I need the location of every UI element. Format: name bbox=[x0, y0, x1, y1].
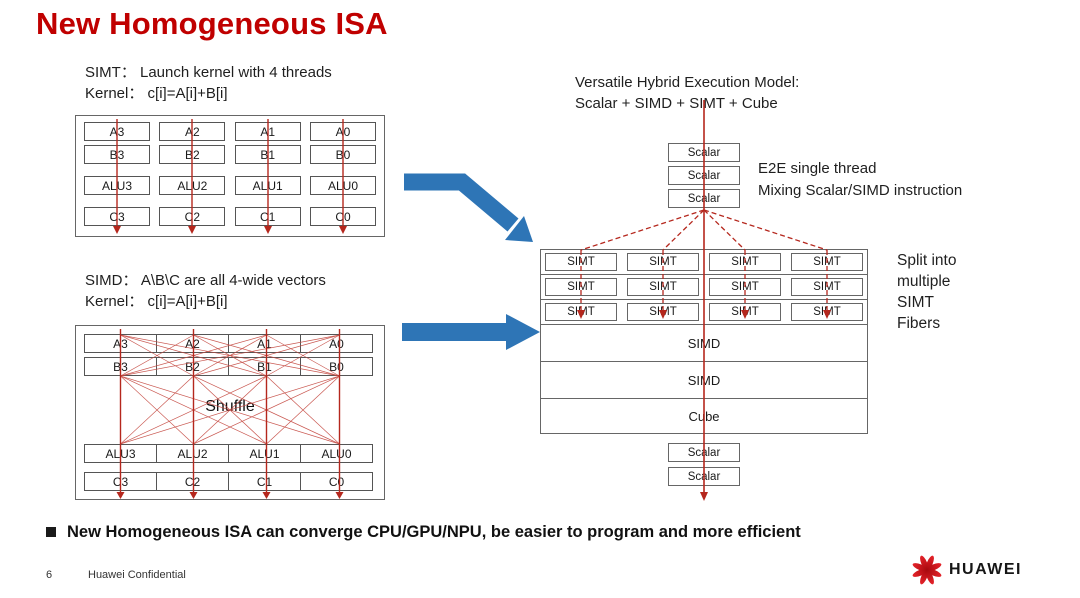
simt-cell: SIMT bbox=[709, 253, 781, 271]
grid-cell: A1 bbox=[234, 122, 301, 141]
grid-cell: ALU1 bbox=[234, 176, 301, 195]
grid-cell: C0 bbox=[309, 207, 376, 226]
simd-row: SIMD bbox=[541, 325, 867, 362]
grid-cell: A3 bbox=[84, 122, 150, 141]
vector-cell: ALU1 bbox=[228, 444, 301, 463]
grid-cell: B0 bbox=[309, 145, 376, 164]
vector-cell: B0 bbox=[300, 357, 373, 376]
vector-cell: C2 bbox=[156, 472, 229, 491]
grid-cell: B1 bbox=[234, 145, 301, 164]
vector-row-b: B3 B2 B1 B0 bbox=[84, 357, 376, 376]
simt-cell: SIMT bbox=[791, 303, 863, 321]
execution-unit-stack: SIMT SIMT SIMT SIMT SIMT SIMT SIMT SIMT … bbox=[540, 249, 868, 434]
simt-cell: SIMT bbox=[545, 303, 617, 321]
simt-fiber-row: SIMT SIMT SIMT SIMT bbox=[541, 275, 867, 300]
simt-fiber-row: SIMT SIMT SIMT SIMT bbox=[541, 250, 867, 275]
vector-cell: A0 bbox=[300, 334, 373, 353]
vector-row-a: A3 A2 A1 A0 bbox=[84, 334, 376, 353]
page-title: New Homogeneous ISA bbox=[36, 6, 388, 41]
grid-cell: A2 bbox=[159, 122, 226, 141]
shuffle-label: Shuffle bbox=[205, 398, 255, 415]
simt-caption-line1: SIMT： Launch kernel with 4 threads bbox=[85, 64, 332, 81]
grid-cell: ALU3 bbox=[84, 176, 150, 195]
grid-cell: C3 bbox=[84, 207, 150, 226]
scalar-box: Scalar bbox=[668, 467, 740, 486]
simt-cell: SIMT bbox=[791, 253, 863, 271]
vector-cell: A3 bbox=[84, 334, 157, 353]
simd-caption: SIMD： A\B\C are all 4-wide vectors Kerne… bbox=[85, 270, 326, 312]
simd-vector-grid: A3 A2 A1 A0 B3 B2 B1 B0 ALU3 ALU2 ALU1 A… bbox=[75, 325, 385, 500]
hybrid-model-caption-line2: Scalar + SIMD + SIMT + Cube bbox=[575, 95, 778, 112]
e2e-note-line1: E2E single thread bbox=[758, 160, 877, 177]
scalar-box: Scalar bbox=[668, 189, 740, 208]
grid-cell: ALU0 bbox=[309, 176, 376, 195]
huawei-flower-icon bbox=[912, 555, 942, 585]
simt-cell: SIMT bbox=[627, 278, 699, 296]
vector-cell: ALU3 bbox=[84, 444, 157, 463]
brand-logo-block: HUAWEI bbox=[912, 555, 1022, 585]
vector-cell: A2 bbox=[156, 334, 229, 353]
simt-cell: SIMT bbox=[791, 278, 863, 296]
page-number: 6 bbox=[46, 569, 53, 581]
split-note-line2: multiple bbox=[897, 273, 951, 290]
flow-arrow-top bbox=[404, 173, 533, 242]
simt-cell: SIMT bbox=[709, 303, 781, 321]
vector-cell: C0 bbox=[300, 472, 373, 491]
simd-caption-line2: Kernel： c[i]=A[i]+B[i] bbox=[85, 293, 228, 310]
simt-grid-rows: A3 A2 A1 A0 B3 B2 B1 B0 ALU3 ALU2 ALU1 A… bbox=[76, 116, 384, 236]
bullet-square-icon bbox=[46, 527, 56, 537]
split-note-line1: Split into bbox=[897, 252, 957, 269]
vector-cell: C1 bbox=[228, 472, 301, 491]
split-note: Split into multiple SIMT Fibers bbox=[897, 250, 956, 334]
hybrid-model-caption-line1: Versatile Hybrid Execution Model: bbox=[575, 74, 800, 91]
vector-cell: A1 bbox=[228, 334, 301, 353]
confidential-label: Huawei Confidential bbox=[88, 569, 186, 581]
vector-cell: B1 bbox=[228, 357, 301, 376]
cube-row: Cube bbox=[688, 409, 720, 424]
grid-row-a: A3 A2 A1 A0 bbox=[84, 122, 376, 141]
vector-cell: B3 bbox=[84, 357, 157, 376]
simt-caption-line2: Kernel： c[i]=A[i]+B[i] bbox=[85, 85, 228, 102]
grid-row-b: B3 B2 B1 B0 bbox=[84, 145, 376, 164]
brand-wordmark: HUAWEI bbox=[949, 561, 1022, 578]
scalar-box: Scalar bbox=[668, 143, 740, 162]
grid-cell: B3 bbox=[84, 145, 150, 164]
grid-row-alu: ALU3 ALU2 ALU1 ALU0 bbox=[84, 176, 376, 195]
key-takeaway: New Homogeneous ISA can converge CPU/GPU… bbox=[46, 523, 1046, 542]
vector-cell: ALU0 bbox=[300, 444, 373, 463]
simd-caption-line1: SIMD： A\B\C are all 4-wide vectors bbox=[85, 272, 326, 289]
vector-row-c: C3 C2 C1 C0 bbox=[84, 472, 376, 491]
grid-cell: C2 bbox=[159, 207, 226, 226]
split-note-line4: Fibers bbox=[897, 315, 941, 332]
vector-cell: C3 bbox=[84, 472, 157, 491]
simt-cell: SIMT bbox=[709, 278, 781, 296]
e2e-note: E2E single thread Mixing Scalar/SIMD ins… bbox=[758, 158, 962, 202]
scalar-box: Scalar bbox=[668, 166, 740, 185]
scalar-box: Scalar bbox=[668, 443, 740, 462]
split-note-line3: SIMT bbox=[897, 294, 935, 311]
vector-row-alu: ALU3 ALU2 ALU1 ALU0 bbox=[84, 444, 376, 463]
grid-cell: C1 bbox=[234, 207, 301, 226]
hybrid-model-caption: Versatile Hybrid Execution Model: Scalar… bbox=[575, 72, 799, 114]
grid-row-c: C3 C2 C1 C0 bbox=[84, 207, 376, 226]
grid-cell: A0 bbox=[309, 122, 376, 141]
simt-cell: SIMT bbox=[627, 253, 699, 271]
simd-row: SIMD bbox=[541, 362, 867, 399]
simt-cell: SIMT bbox=[545, 253, 617, 271]
simt-fiber-row: SIMT SIMT SIMT SIMT bbox=[541, 300, 867, 325]
e2e-note-line2: Mixing Scalar/SIMD instruction bbox=[758, 182, 963, 199]
simt-thread-grid: A3 A2 A1 A0 B3 B2 B1 B0 ALU3 ALU2 ALU1 A… bbox=[75, 115, 385, 237]
key-takeaway-text: New Homogeneous ISA can converge CPU/GPU… bbox=[67, 523, 801, 541]
grid-cell: B2 bbox=[159, 145, 226, 164]
flow-arrow-bottom bbox=[402, 314, 540, 350]
simt-caption: SIMT： Launch kernel with 4 threads Kerne… bbox=[85, 62, 332, 104]
vector-cell: ALU2 bbox=[156, 444, 229, 463]
simt-cell: SIMT bbox=[627, 303, 699, 321]
simt-cell: SIMT bbox=[545, 278, 617, 296]
vector-cell: B2 bbox=[156, 357, 229, 376]
grid-cell: ALU2 bbox=[159, 176, 226, 195]
